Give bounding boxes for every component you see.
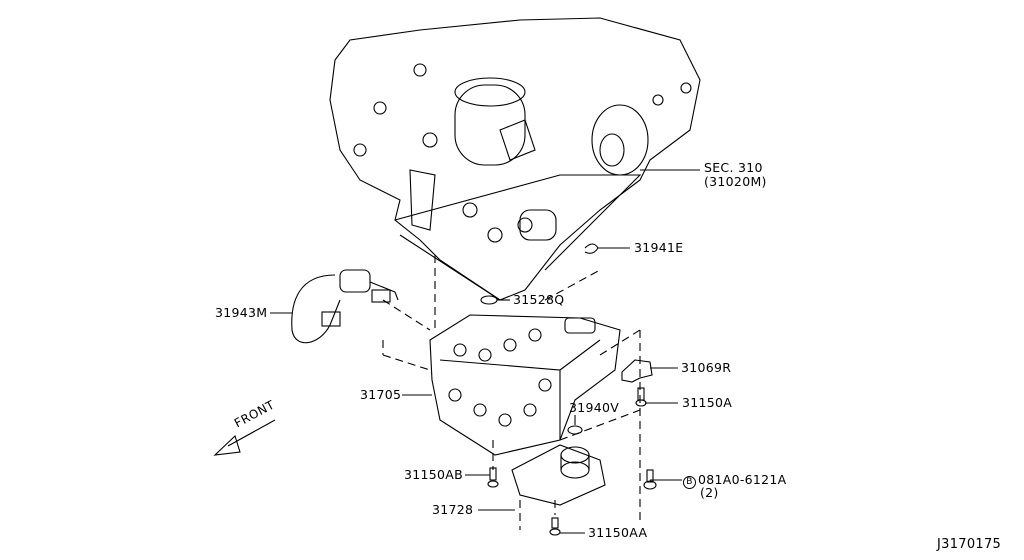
- label-31941e: 31941E: [634, 240, 684, 255]
- label-31150ab: 31150AB: [404, 467, 463, 482]
- leader-lines: [270, 169, 700, 534]
- label-31705: 31705: [360, 387, 402, 402]
- label-sec310: SEC. 310: [704, 160, 763, 175]
- label-31150a: 31150A: [682, 395, 733, 410]
- transmission-case: [329, 17, 701, 301]
- label-31020m: (31020M): [704, 174, 767, 189]
- bolts: [487, 387, 657, 536]
- dashed-guides: [382, 255, 641, 530]
- label-31943m: 31943M: [215, 305, 268, 320]
- label-31150aa: 31150AA: [588, 525, 648, 540]
- strainer-31728: [511, 444, 606, 506]
- label-bolt-qty: (2): [700, 485, 719, 500]
- bolt-part-number: 081A0-6121A: [698, 472, 787, 487]
- label-31069r: 31069R: [681, 360, 732, 375]
- label-31728: 31728: [432, 502, 474, 517]
- label-31528q: 31528Q: [513, 292, 565, 307]
- o-ring-31528q: [480, 295, 498, 305]
- bracket-31069r: [621, 359, 653, 383]
- label-31940v: 31940V: [569, 400, 620, 415]
- front-arrow-icon: [213, 419, 276, 456]
- control-valve-31705: [429, 314, 621, 456]
- bolt-marker-b: B: [683, 476, 696, 489]
- harness-31943m: [291, 269, 399, 344]
- seal-31940v: [567, 425, 583, 435]
- diagram-id: J3170175: [937, 537, 1002, 552]
